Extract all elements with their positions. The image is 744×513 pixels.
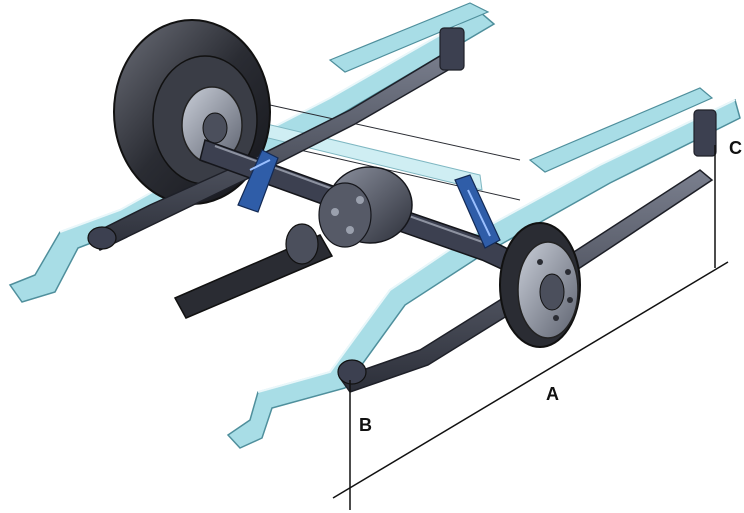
label-c: C	[729, 138, 742, 158]
label-a: A	[546, 384, 559, 404]
driveshaft	[173, 223, 334, 319]
far-shock-absorber	[237, 149, 279, 213]
dimension-lines	[332, 145, 729, 510]
near-leaf-spring	[337, 109, 717, 393]
far-leaf-spring	[87, 27, 465, 251]
near-shock-absorber	[454, 174, 501, 249]
differential	[318, 166, 413, 248]
label-b: B	[359, 415, 372, 435]
dimension-line-a	[332, 261, 729, 499]
near-brake-drum	[499, 222, 581, 348]
